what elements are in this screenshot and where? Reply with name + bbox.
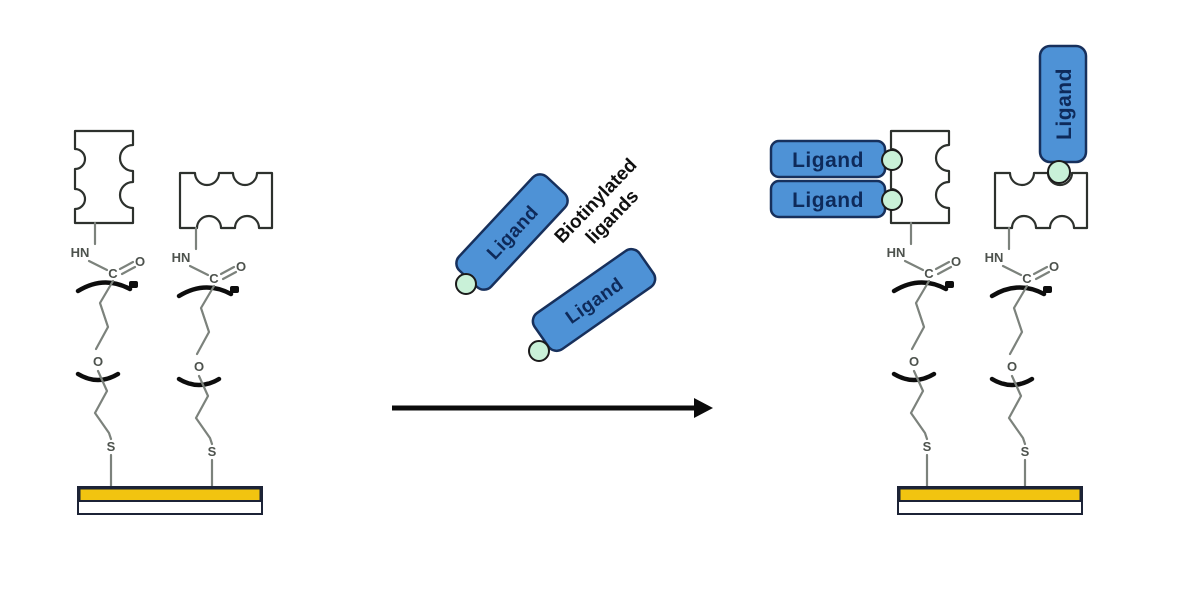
receptor-horizontal-left <box>178 171 274 230</box>
biotin-circle <box>455 273 477 295</box>
biotin-circle <box>881 189 903 211</box>
receptor-vertical-left <box>73 129 135 225</box>
free-ligand-2: Ligand <box>531 247 657 353</box>
ligand-box <box>531 247 657 353</box>
right-panel: Ligand Ligand Ligand <box>769 44 1089 515</box>
bound-ligand-3: Ligand <box>1038 44 1088 164</box>
ligand-label: Ligand <box>792 149 864 172</box>
ligand-label: Ligand <box>792 189 864 212</box>
biotin-circle <box>528 340 550 362</box>
gold-surface-right <box>897 486 1083 515</box>
gold-surface-left <box>77 486 263 515</box>
linker-chain-2 <box>172 228 246 494</box>
biotinylated-ligands-label: Biotinylated ligands <box>551 155 644 249</box>
linker-chain-4 <box>985 228 1059 494</box>
linker-chain-1 <box>71 223 145 489</box>
arrow-head <box>694 398 713 418</box>
ligand-label: Ligand <box>1053 68 1076 140</box>
reaction-arrow <box>392 398 713 418</box>
reaction-zone: Ligand Ligand Biotinylated ligands <box>392 155 713 418</box>
linker-chain-3 <box>887 223 961 489</box>
receptor-vertical-right <box>889 129 951 225</box>
bound-ligand-2: Ligand <box>769 179 887 219</box>
left-panel <box>71 129 274 515</box>
bound-ligand-1: Ligand <box>769 139 887 179</box>
biotin-circle <box>881 149 903 171</box>
receptor-horizontal-right <box>993 171 1089 230</box>
biotin-circle <box>1047 160 1071 184</box>
